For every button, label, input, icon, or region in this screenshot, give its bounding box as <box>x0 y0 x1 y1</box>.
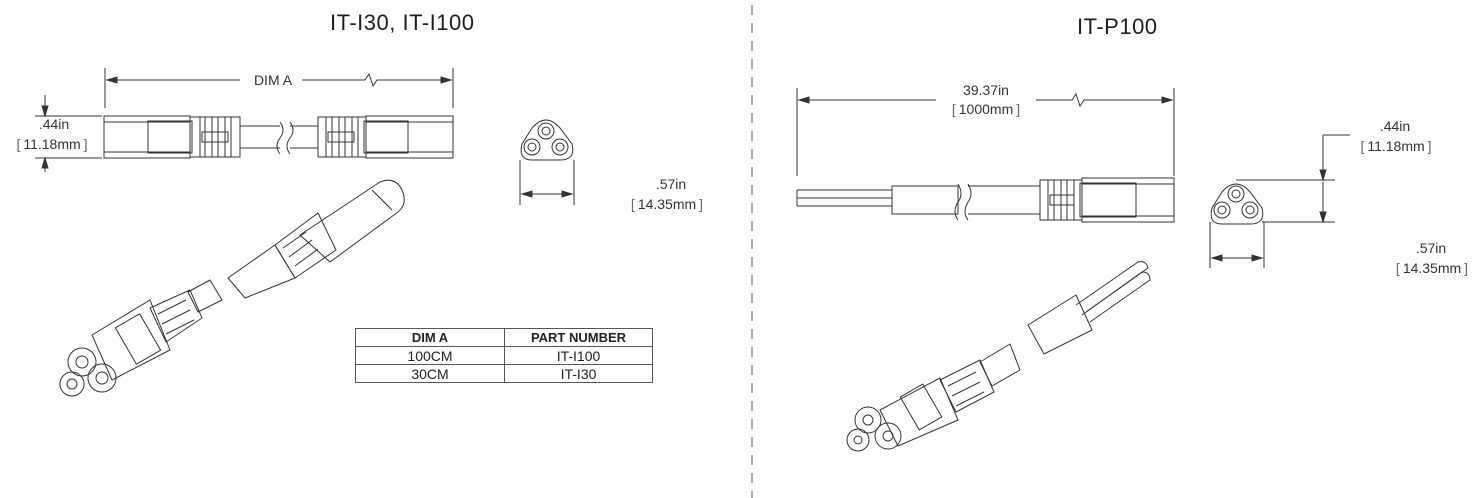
table-header-part-number: PART NUMBER <box>504 328 653 347</box>
left-width-mm-wrap: 14.35mm <box>622 194 712 214</box>
right-length-mm: 1000mm <box>948 99 1024 119</box>
right-height-mm: 11.18mm <box>1356 136 1435 156</box>
right-width-mm: 14.35mm <box>1392 258 1472 278</box>
table-header-dim-a: DIM A <box>355 328 505 347</box>
left-height-mm-wrap: 11.18mm <box>4 134 100 154</box>
right-width-in: .57in <box>1415 240 1447 256</box>
right-height-in: .44in <box>1379 118 1411 134</box>
length-dimension <box>796 88 1175 176</box>
left-end-view <box>519 119 575 205</box>
right-title: IT-P100 <box>1077 14 1158 39</box>
left-title: IT-I30, IT-I100 <box>330 10 475 35</box>
right-length-in: 39.37in <box>944 80 1028 100</box>
table-cell: 100CM <box>355 346 505 365</box>
table-header-row: DIM A PART NUMBER <box>355 328 653 347</box>
dim-a-label: DIM A <box>245 70 301 90</box>
table-cell: 30CM <box>355 364 505 383</box>
table-row: 100CM IT-I100 <box>355 346 653 365</box>
left-width-in: .57in <box>655 176 687 192</box>
table-cell: IT-I30 <box>504 364 653 383</box>
dim-a-dimension <box>104 68 454 108</box>
table-row: 30CM IT-I30 <box>355 364 653 383</box>
left-isometric-cable <box>59 179 405 397</box>
left-height-mm: 11.18mm <box>12 134 91 154</box>
left-width-mm: 14.35mm <box>627 194 707 214</box>
left-height-in: .44in <box>38 116 70 132</box>
left-height-dimension <box>35 95 102 172</box>
right-width-mm-wrap: 14.35mm <box>1383 258 1481 278</box>
part-number-table: DIM A PART NUMBER 100CM IT-I100 30CM IT-… <box>355 328 653 383</box>
right-height-mm-wrap: 11.18mm <box>1346 136 1446 156</box>
right-end-view <box>1209 134 1350 268</box>
table-cell: IT-I100 <box>504 346 653 365</box>
left-connector-side-view <box>103 115 454 159</box>
right-length-mm-wrap: 1000mm <box>936 99 1036 119</box>
right-isometric-pigtail <box>846 261 1151 452</box>
right-connector-side-view <box>796 177 1175 223</box>
